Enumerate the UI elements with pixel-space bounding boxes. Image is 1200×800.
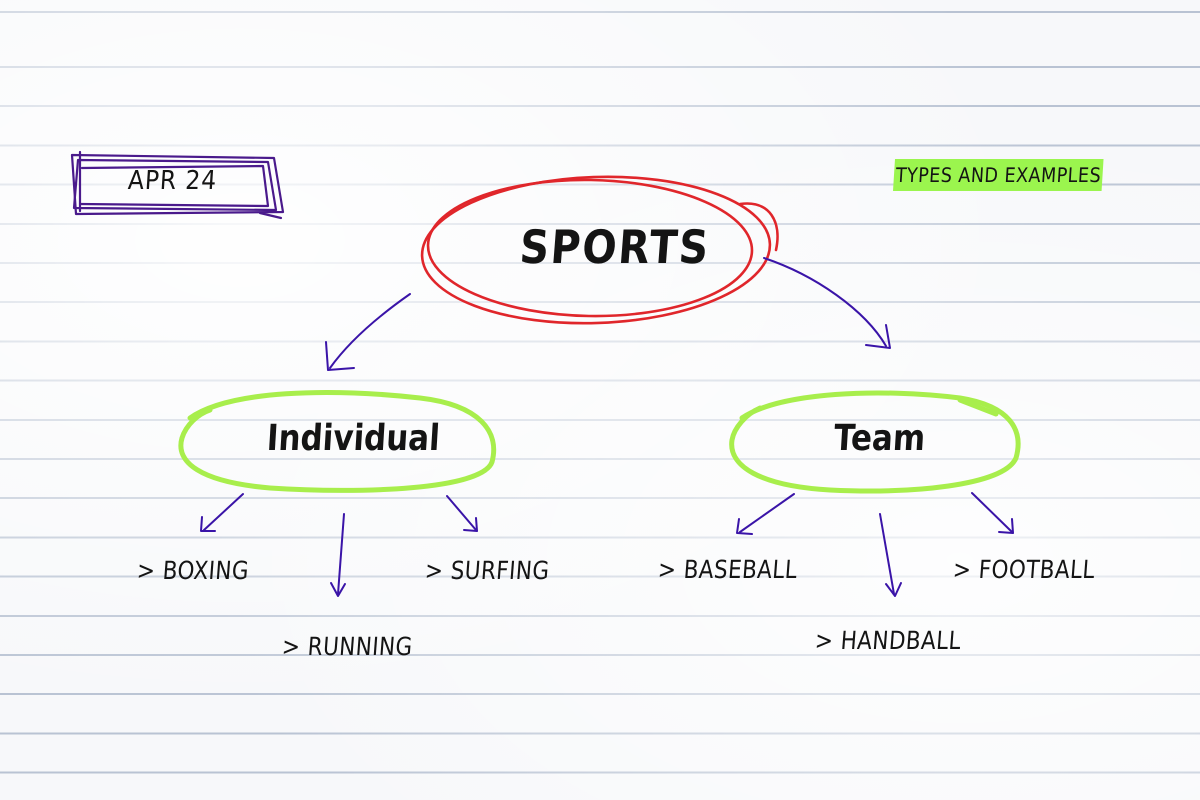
date-label: APR 24: [127, 166, 218, 196]
leaf-running: > RUNNING: [280, 632, 414, 661]
arrows: [200, 257, 1014, 597]
branch-node-individual: Individual: [265, 418, 442, 459]
individual-ellipse: [178, 390, 497, 493]
date-box-scribble: [70, 150, 285, 220]
team-ellipse: [729, 390, 1021, 494]
types-and-examples-tag: TYPES AND EXAMPLES: [893, 159, 1104, 191]
branch-node-team: Team: [832, 418, 927, 459]
leaf-handball: > HANDBALL: [813, 626, 963, 655]
title-ellipse: [420, 175, 779, 325]
central-node-sports: SPORTS: [517, 220, 712, 274]
leaf-surfing: > SURFING: [423, 556, 551, 585]
leaf-baseball: > BASEBALL: [656, 555, 799, 584]
leaf-boxing: > BOXING: [135, 556, 251, 585]
leaf-football: > FOOTBALL: [951, 555, 1097, 584]
